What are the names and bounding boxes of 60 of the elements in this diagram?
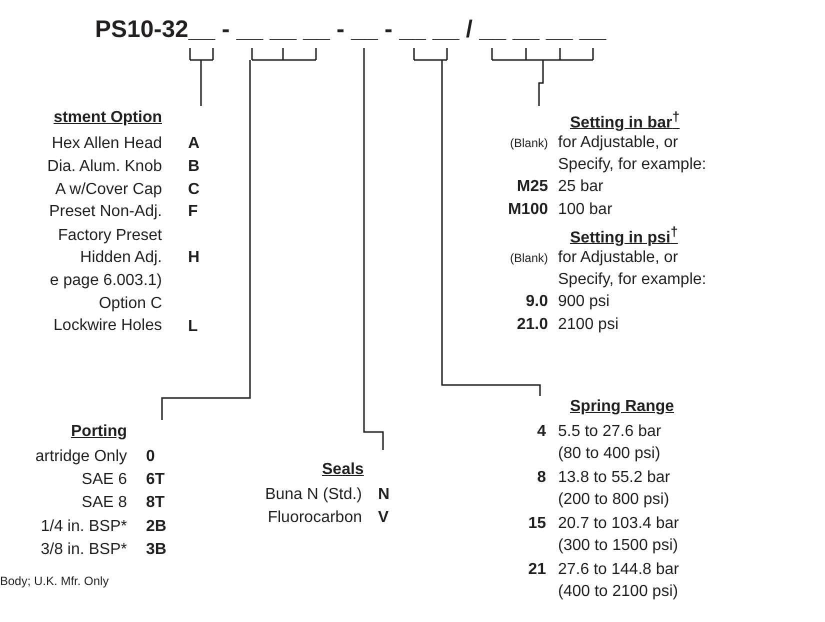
option-code: 6T	[146, 470, 165, 490]
option-code: 8T	[146, 493, 165, 513]
option-code: N	[378, 485, 390, 505]
option-code: 21.0	[516, 315, 548, 335]
option-description: Preset Non-Adj.	[49, 202, 162, 222]
option-code: 0	[146, 447, 155, 467]
option-description: for Adjustable, or Specify, for example:	[558, 248, 708, 290]
option-description: Hex Allen Head	[52, 134, 162, 154]
option-description: 100 bar	[558, 200, 612, 220]
option-code: 8	[537, 468, 546, 488]
option-description: 25 bar	[558, 177, 604, 197]
option-description: SAE 6	[82, 470, 127, 490]
option-code: C	[188, 180, 200, 200]
leader-line	[413, 47, 541, 397]
leader-line	[363, 48, 384, 450]
option-code: (Blank)	[510, 135, 548, 152]
section-heading: stment Option	[54, 108, 162, 128]
option-code: 3B	[146, 540, 166, 560]
footnote: Body; U.K. Mfr. Only	[0, 573, 109, 590]
option-code: B	[188, 157, 200, 177]
option-description: Dia. Alum. Knob	[47, 157, 162, 177]
option-code: (Blank)	[510, 250, 548, 267]
section-heading: Setting in bar$^{†}$	[570, 108, 680, 134]
option-description: 5.5 to 27.6 bar (80 to 400 psi)	[558, 422, 662, 464]
option-code: A	[188, 134, 200, 154]
option-description: A w/Cover Cap	[55, 180, 162, 200]
part-number-code: PS10-32__ - __ __ __ - __ - __ __ / __ __ __ __	[95, 15, 606, 45]
option-code: V	[378, 508, 389, 528]
option-description: artridge Only	[35, 447, 127, 467]
option-description: e page 6.003.1)	[50, 271, 162, 291]
option-description: Factory Preset Hidden Adj.	[56, 226, 162, 268]
option-code: L	[188, 317, 198, 337]
option-description: 3/8 in. BSP*	[40, 540, 127, 560]
section-heading: Spring Range	[570, 397, 674, 417]
option-description: Buna N (Std.)	[265, 485, 362, 505]
option-code: F	[188, 202, 198, 222]
option-code: 2B	[146, 517, 166, 537]
option-code: M100	[508, 200, 548, 220]
section-heading: Porting	[71, 422, 127, 442]
option-code: 4	[537, 422, 546, 442]
option-code: 21	[528, 560, 546, 580]
option-code: 9.0	[526, 292, 548, 312]
option-description: 27.6 to 144.8 bar (400 to 2100 psi)	[558, 560, 680, 602]
option-description: Option C Lockwire Holes	[52, 294, 162, 336]
option-description: 13.8 to 55.2 bar (200 to 800 psi)	[558, 468, 672, 510]
option-description: 20.7 to 103.4 bar (300 to 1500 psi)	[558, 514, 680, 556]
section-heading: Seals	[322, 460, 364, 480]
leader-line	[161, 47, 317, 421]
option-description: for Adjustable, or Specify, for example:	[558, 133, 708, 175]
section-heading: Setting in psi$^{†}$	[570, 223, 678, 248]
option-code: M25	[516, 177, 548, 197]
option-description: Fluorocarbon	[268, 508, 362, 528]
option-code: 15	[528, 514, 546, 534]
option-description: 900 psi	[558, 292, 610, 312]
leader-line	[189, 47, 214, 107]
option-description: SAE 8	[82, 493, 127, 513]
option-code: H	[188, 248, 200, 268]
option-description: 2100 psi	[558, 315, 618, 335]
leader-line	[491, 47, 594, 107]
option-description: 1/4 in. BSP*	[40, 517, 127, 537]
